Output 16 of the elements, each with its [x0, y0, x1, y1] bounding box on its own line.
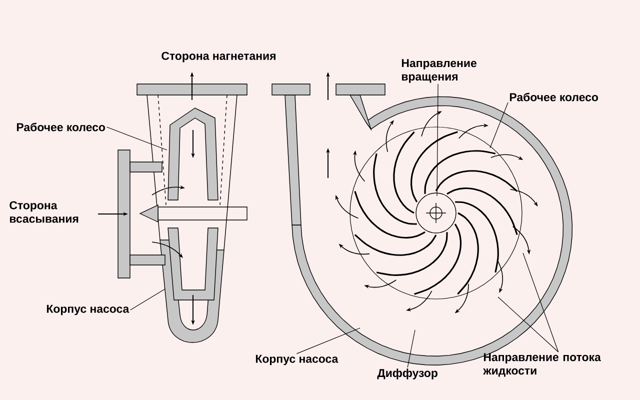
leader-line: [407, 330, 416, 368]
leader-line: [106, 126, 168, 150]
leader-line: [522, 252, 559, 352]
leader-line: [436, 84, 438, 196]
leader-line: [498, 296, 559, 352]
part-label: Диффузор: [377, 368, 438, 380]
part-label: Направление потока жидкости: [483, 353, 601, 377]
leader-line: [130, 288, 166, 310]
part-label: Корпус насоса: [46, 304, 130, 316]
part-label: Корпус насоса: [256, 354, 338, 366]
part-label: Рабочее колесо: [16, 122, 105, 132]
part-label: Направление вращения: [402, 59, 476, 83]
leader-line: [296, 328, 360, 354]
part-label: Рабочее колесо: [510, 92, 598, 102]
side-label: Сторона всасывания: [10, 201, 78, 223]
side-label: Сторона нагнетания: [162, 52, 276, 62]
